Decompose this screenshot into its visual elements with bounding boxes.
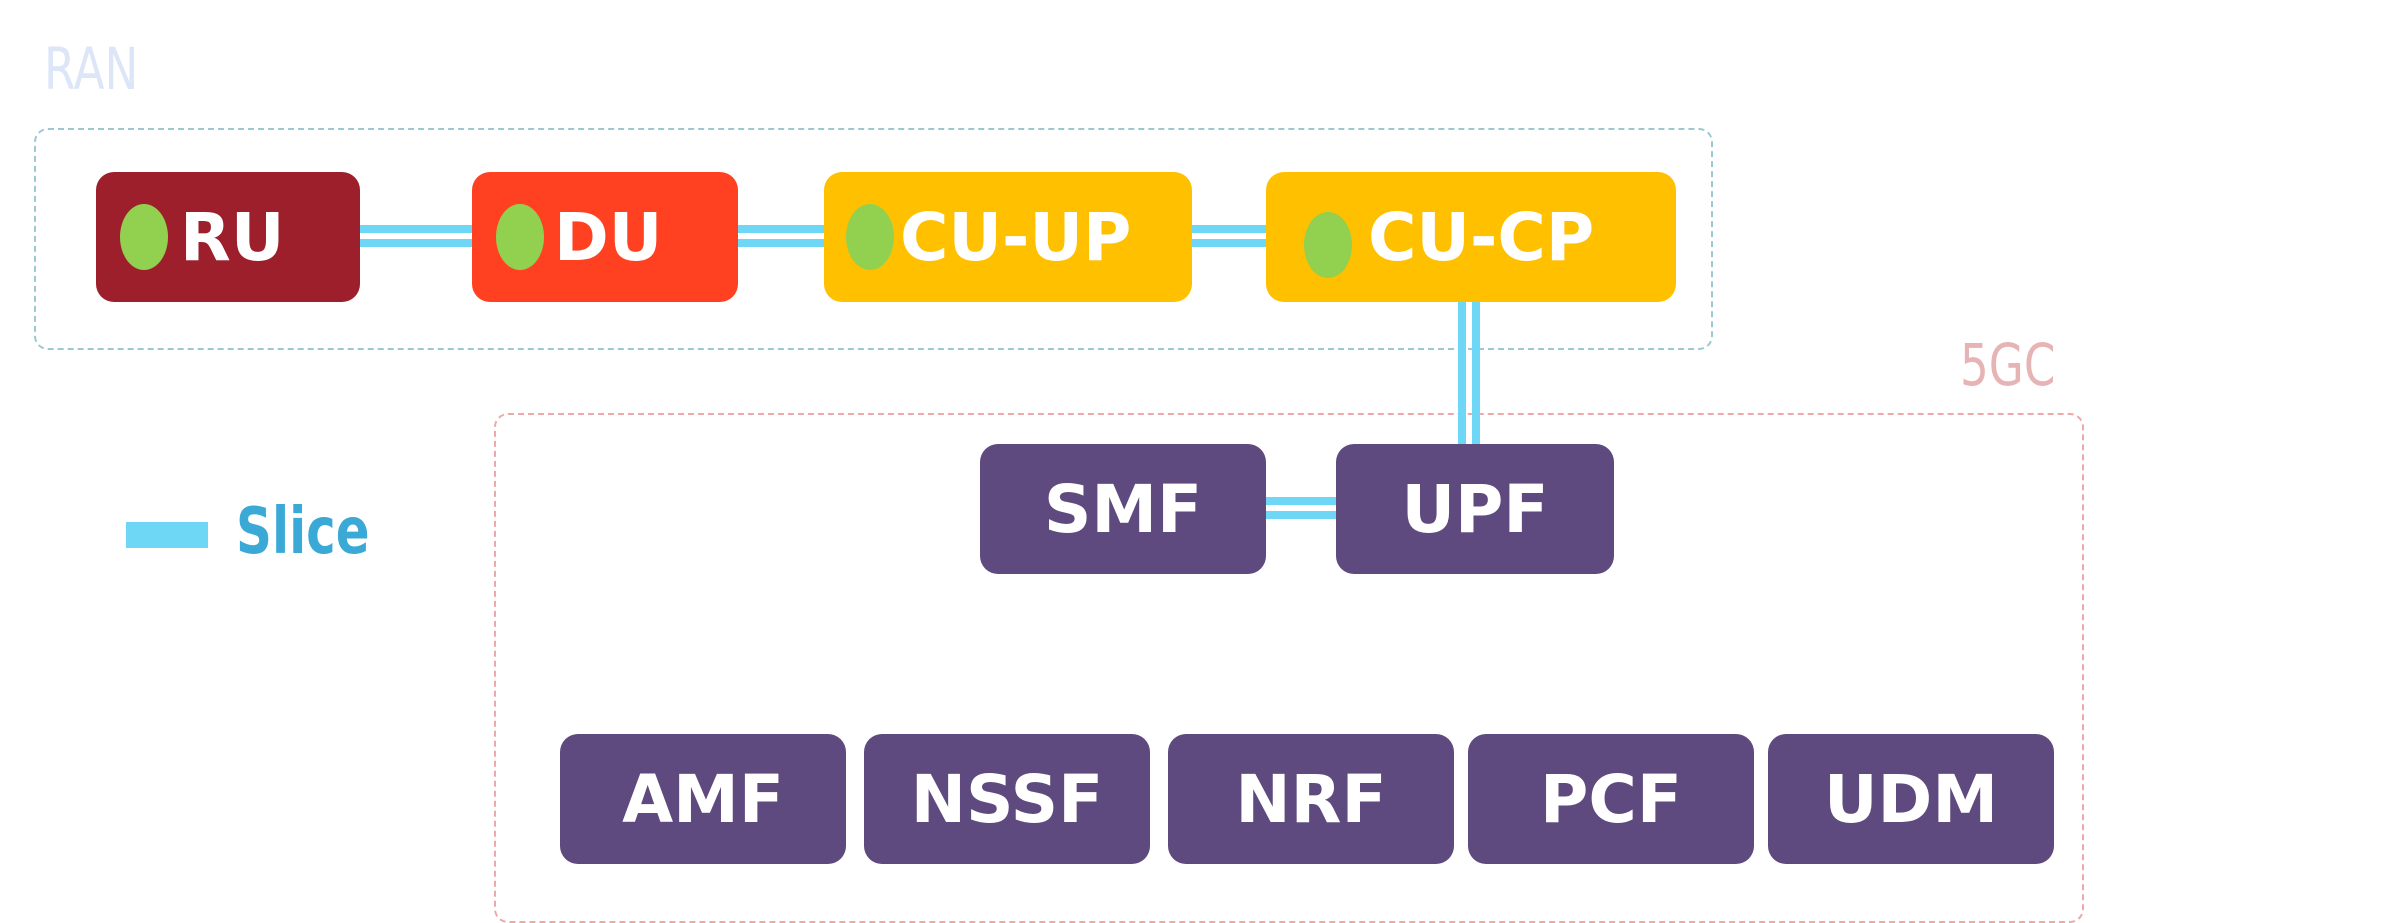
cu-cp-status-dot bbox=[1304, 212, 1352, 278]
core-group-label: 5GC bbox=[1960, 331, 2056, 399]
udm-node[interactable]: UDM bbox=[1768, 734, 2054, 864]
ran-group-label: RAN bbox=[44, 35, 139, 103]
upf-node[interactable]: UPF bbox=[1336, 444, 1614, 574]
ru-node-label: RU bbox=[180, 198, 285, 276]
nrf-node-label: NRF bbox=[1235, 760, 1387, 838]
slice-legend-swatch bbox=[126, 522, 208, 548]
core-group-boundary bbox=[494, 413, 2084, 923]
slice-link-du-cu-up bbox=[738, 225, 824, 247]
du-status-dot bbox=[496, 204, 544, 270]
ran-group-boundary bbox=[34, 128, 1713, 350]
cu-up-node-label: CU-UP bbox=[900, 198, 1132, 276]
udm-node-label: UDM bbox=[1823, 760, 1999, 838]
slice-link-cu-up-cu-cp bbox=[1192, 225, 1266, 247]
pcf-node[interactable]: PCF bbox=[1468, 734, 1754, 864]
amf-node[interactable]: AMF bbox=[560, 734, 846, 864]
slice-link-ru-du bbox=[360, 225, 472, 247]
du-node[interactable]: DU bbox=[472, 172, 738, 302]
nssf-node-label: NSSF bbox=[910, 760, 1104, 838]
nrf-node[interactable]: NRF bbox=[1168, 734, 1454, 864]
amf-node-label: AMF bbox=[622, 760, 784, 838]
slice-legend-label: Slice bbox=[236, 495, 370, 569]
ru-status-dot bbox=[120, 204, 168, 270]
slice-link-cu-cp-upf bbox=[1458, 300, 1480, 446]
smf-node[interactable]: SMF bbox=[980, 444, 1266, 574]
upf-node-label: UPF bbox=[1401, 470, 1549, 548]
slice-link-smf-upf bbox=[1266, 497, 1336, 519]
cu-up-node[interactable]: CU-UP bbox=[824, 172, 1192, 302]
pcf-node-label: PCF bbox=[1540, 760, 1682, 838]
nssf-node[interactable]: NSSF bbox=[864, 734, 1150, 864]
cu-cp-node-label: CU-CP bbox=[1368, 198, 1595, 276]
du-node-label: DU bbox=[554, 198, 663, 276]
ru-node[interactable]: RU bbox=[96, 172, 360, 302]
smf-node-label: SMF bbox=[1043, 470, 1203, 548]
cu-cp-node[interactable]: CU-CP bbox=[1266, 172, 1676, 302]
cu-up-status-dot bbox=[846, 204, 894, 270]
